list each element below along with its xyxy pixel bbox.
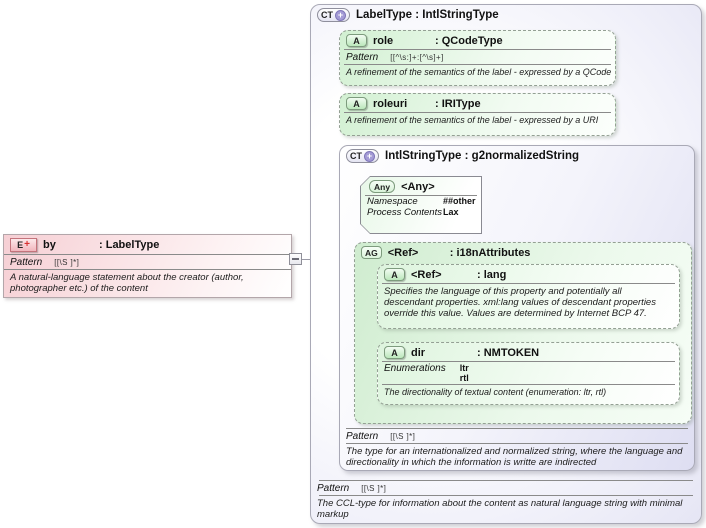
attribute-type: : QCodeType <box>435 34 503 47</box>
attributegroup-badge: AG <box>361 246 382 259</box>
complextype-badge-label: CT <box>350 151 362 161</box>
attribute-badge: A <box>384 268 405 281</box>
attribute-badge: A <box>346 97 367 110</box>
divider <box>319 495 693 496</box>
attribute-name: role <box>373 34 394 47</box>
attribute-type: : lang <box>477 268 507 281</box>
enumeration-value: rtl <box>459 373 469 383</box>
complextype-box-intlstringtype: CT + IntlStringType : g2normalizedString… <box>339 145 695 471</box>
any-badge: Any <box>369 180 395 193</box>
attribute-header-lang: A <Ref> : lang <box>378 265 679 283</box>
attribute-header-dir: A dir : NMTOKEN <box>378 343 679 361</box>
complextype-box-labeltype: CT + LabelType : IntlStringType A role :… <box>310 4 702 524</box>
attribute-type: : NMTOKEN <box>477 346 540 359</box>
wildcard-box-any: Any <Any> Namespace ##other Process Cont… <box>360 176 482 234</box>
complextype-header-labeltype: CT + LabelType : IntlStringType <box>311 5 701 24</box>
attribute-box-dir: A dir : NMTOKEN Enumerations ltr rtl The… <box>377 342 680 405</box>
minus-icon <box>292 258 299 260</box>
divider <box>4 254 291 255</box>
expand-plus-icon[interactable]: + <box>24 239 30 250</box>
complextype-badge-label: CT <box>321 10 333 20</box>
pattern-label: Pattern <box>346 430 379 442</box>
expand-plus-icon[interactable]: + <box>335 9 346 21</box>
complextype-title: IntlStringType : g2normalizedString <box>385 150 580 162</box>
process-contents-value: Lax <box>443 207 459 217</box>
divider <box>344 49 611 50</box>
divider <box>344 64 611 65</box>
attribute-box-role: A role : QCodeType Pattern [[^\s:]+:[^\s… <box>339 30 616 86</box>
complextype-badge: CT + <box>317 8 350 22</box>
attribute-header-role: A role : QCodeType <box>340 31 615 49</box>
pattern-label: Pattern <box>346 51 379 63</box>
attribute-badge: A <box>346 34 367 47</box>
divider <box>382 361 675 362</box>
divider <box>382 384 675 385</box>
element-badge: E + <box>10 238 37 252</box>
attribute-description: The directionality of textual content (e… <box>384 387 607 397</box>
intlstringtype-facets: Pattern [[\S ]*] The type for an interna… <box>340 428 694 470</box>
attribute-box-lang: A <Ref> : lang Specifies the language of… <box>377 264 680 329</box>
divider <box>319 480 693 481</box>
pattern-row: Pattern [[\S ]*] <box>4 255 291 269</box>
divider <box>382 283 675 284</box>
element-box-by: E + by : LabelType Pattern [[\S ]*] A na… <box>3 234 292 298</box>
pattern-label: Pattern <box>317 482 350 494</box>
pattern-row: Pattern [[\S ]*] <box>340 429 694 443</box>
enumerations-label: Enumerations <box>384 363 446 374</box>
element-header-by: E + by : LabelType <box>4 235 291 254</box>
expand-plus-icon[interactable]: + <box>364 150 375 162</box>
enumeration-value: ltr <box>459 363 469 373</box>
complextype-badge: CT + <box>346 149 379 163</box>
element-badge-label: E <box>17 240 24 250</box>
divider <box>346 443 688 444</box>
attribute-header-roleuri: A roleuri : IRIType <box>340 94 615 112</box>
namespace-value: ##other <box>443 196 476 206</box>
pattern-value: [[\S ]*] <box>361 483 387 493</box>
attribute-description: A refinement of the semantics of the lab… <box>346 115 599 125</box>
attributegroup-type: : i18nAttributes <box>449 246 531 259</box>
divider <box>344 112 611 113</box>
element-description: A natural-language statement about the c… <box>10 272 244 294</box>
complextype-header-intlstringtype: CT + IntlStringType : g2normalizedString <box>340 146 694 165</box>
attribute-name: <Ref> <box>411 268 442 281</box>
attribute-description: Specifies the language of this property … <box>384 286 656 319</box>
wildcard-header-any: Any <Any> <box>361 177 481 195</box>
pattern-value: [[\S ]*] <box>390 431 416 441</box>
pattern-value: [[\S ]*] <box>54 257 80 267</box>
enumeration-values: ltr rtl <box>460 363 469 383</box>
labeltype-facets: Pattern [[\S ]*] The CCL-type for inform… <box>311 480 701 522</box>
wildcard-name: <Any> <box>401 180 435 193</box>
collapse-toggle[interactable] <box>289 253 302 265</box>
attributegroup-name: <Ref> <box>387 246 419 259</box>
pattern-value: [[^\s:]+:[^\s]+] <box>390 52 444 62</box>
namespace-label: Namespace <box>367 196 418 207</box>
element-type: : LabelType <box>99 239 160 251</box>
process-contents-row: Process Contents Lax <box>361 207 481 218</box>
process-contents-label: Process Contents <box>367 207 442 218</box>
attribute-name: roleuri <box>373 97 408 110</box>
pattern-row: Pattern [[^\s:]+:[^\s]+] <box>340 50 615 64</box>
complextype-description: The type for an internationalized and no… <box>346 446 683 468</box>
element-name: by <box>43 239 56 251</box>
wildcard-box-any-surface: Any <Any> Namespace ##other Process Cont… <box>361 177 481 233</box>
divider <box>346 428 688 429</box>
attribute-badge: A <box>384 346 405 359</box>
attribute-description: A refinement of the semantics of the lab… <box>346 67 612 77</box>
pattern-row: Pattern [[\S ]*] <box>311 481 701 495</box>
namespace-row: Namespace ##other <box>361 196 481 207</box>
attribute-type: : IRIType <box>435 97 481 110</box>
complextype-description: The CCL-type for information about the c… <box>317 498 683 520</box>
attributegroup-box-i18nattributes: AG <Ref> : i18nAttributes A <Ref> : lang… <box>354 242 692 424</box>
connector-by-to-labeltype <box>302 259 311 260</box>
pattern-label: Pattern <box>10 256 43 268</box>
attribute-name: dir <box>411 346 426 359</box>
attributegroup-header: AG <Ref> : i18nAttributes <box>355 243 691 261</box>
divider <box>4 269 291 270</box>
divider <box>365 195 477 196</box>
complextype-title: LabelType : IntlStringType <box>356 9 499 21</box>
attribute-box-roleuri: A roleuri : IRIType A refinement of the … <box>339 93 616 136</box>
enumerations-row: Enumerations ltr rtl <box>378 362 679 384</box>
